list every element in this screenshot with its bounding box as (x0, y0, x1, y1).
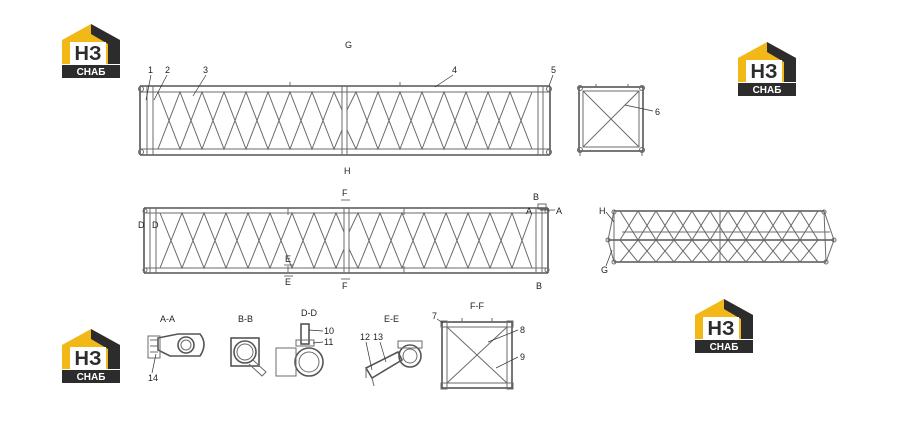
section-mark-b-top: B (533, 192, 539, 202)
part-label-12: 12 (360, 332, 370, 342)
part-label-5: 5 (551, 65, 556, 75)
part-label-10: 10 (324, 326, 334, 336)
detail-aa-drawing (147, 333, 205, 359)
logo-text: НЗ (751, 61, 778, 83)
detail-title-ee: E-E (384, 314, 399, 324)
view-label-front: H (344, 166, 351, 176)
truss-isometric-view (605, 209, 837, 265)
truss-top-view (138, 82, 552, 156)
logo-text: НЗ (708, 318, 735, 340)
section-mark-e-bottom: E (285, 277, 291, 287)
house-logo-icon: НЗ СНАБ (695, 299, 753, 353)
detail-ff-drawing (440, 318, 514, 390)
section-mark-a-left: A (526, 206, 532, 216)
house-logo-icon: НЗ СНАБ (738, 42, 796, 96)
detail-ee-drawing (364, 340, 423, 387)
section-mark-b-bottom: B (536, 281, 542, 291)
part-label-3: 3 (203, 65, 208, 75)
view-label-top: G (345, 40, 352, 50)
part-label-7: 7 (432, 311, 437, 321)
logo-subtext: СНАБ (710, 342, 739, 353)
brand-logo-top-left: НЗ СНАБ (58, 22, 124, 80)
section-mark-e-top: E (285, 254, 291, 264)
detail-dd-drawing (275, 323, 324, 377)
part-label-2: 2 (165, 65, 170, 75)
logo-text: НЗ (75, 43, 102, 65)
detail-title-bb: B-B (238, 314, 253, 324)
house-logo-icon: НЗ СНАБ (62, 329, 120, 383)
part-label-6: 6 (655, 107, 660, 117)
section-mark-f-bottom: F (342, 281, 348, 291)
section-mark-d-left: D (138, 220, 145, 230)
part-label-14: 14 (148, 373, 158, 383)
brand-logo-top-right: НЗ СНАБ (734, 40, 800, 98)
logo-subtext: СНАБ (753, 85, 782, 96)
section-mark-d-right: D (152, 220, 159, 230)
truss-end-view (577, 84, 645, 156)
section-mark-f-top: F (342, 188, 348, 198)
part-label-8: 8 (520, 325, 525, 335)
part-label-9: 9 (520, 352, 525, 362)
view-mark-g: G (601, 265, 608, 275)
logo-subtext: СНАБ (77, 67, 106, 78)
part-label-1: 1 (148, 65, 153, 75)
truss-front-view (142, 203, 550, 274)
part-label-13: 13 (373, 332, 383, 342)
part-label-4: 4 (452, 65, 457, 75)
detail-bb-drawing (230, 337, 267, 377)
view-mark-h: H (599, 206, 606, 216)
brand-logo-bottom-right: НЗ СНАБ (691, 297, 757, 355)
house-logo-icon: НЗ СНАБ (62, 24, 120, 78)
detail-title-aa: A-A (160, 314, 175, 324)
brand-logo-bottom-left: НЗ СНАБ (58, 327, 124, 385)
detail-title-dd: D-D (301, 308, 317, 318)
logo-subtext: СНАБ (77, 372, 106, 383)
logo-text: НЗ (75, 348, 102, 370)
part-label-11: 11 (324, 337, 333, 347)
section-mark-a-right: A (556, 206, 562, 216)
detail-title-ff: F-F (470, 301, 484, 311)
